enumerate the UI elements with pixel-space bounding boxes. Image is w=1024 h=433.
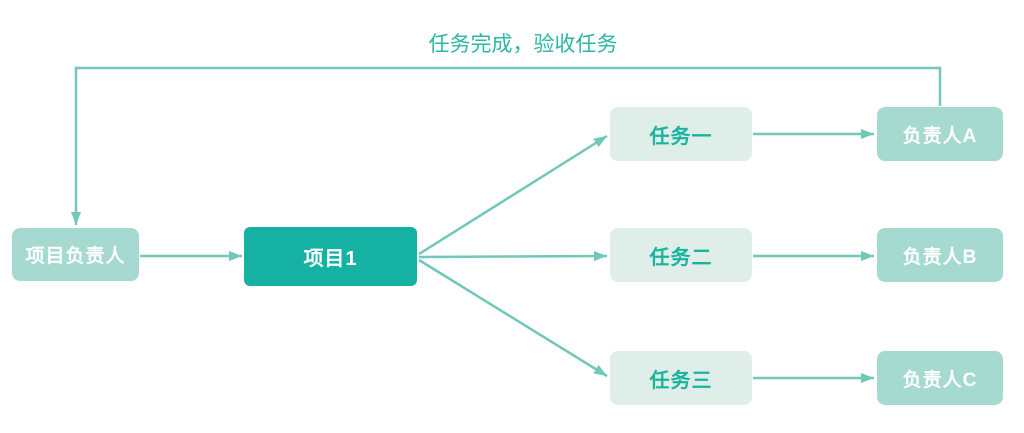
node-owner-c-label: 负责人C bbox=[902, 369, 978, 391]
node-task2: 任务二 bbox=[610, 228, 752, 282]
node-task2-label: 任务二 bbox=[649, 246, 713, 269]
node-task1-label: 任务一 bbox=[649, 125, 713, 148]
node-owner-a-label: 负责人A bbox=[902, 125, 978, 147]
node-task3-label: 任务三 bbox=[649, 369, 713, 392]
node-owner-a: 负责人A bbox=[877, 107, 1003, 161]
node-project1: 项目1 bbox=[244, 227, 417, 286]
node-project1-label: 项目1 bbox=[303, 248, 358, 270]
node-project-manager-label: 项目负责人 bbox=[25, 246, 126, 267]
node-project-manager: 项目负责人 bbox=[12, 228, 139, 281]
edge-project1-task3 bbox=[418, 258, 608, 378]
feedback-edge-label: 任务完成，验收任务 bbox=[428, 33, 618, 56]
node-owner-c: 负责人C bbox=[877, 351, 1003, 405]
node-owner-b: 负责人B bbox=[877, 228, 1003, 282]
edge-project1-task1 bbox=[418, 134, 608, 256]
node-owner-b-label: 负责人B bbox=[902, 246, 978, 268]
edge-ownerA-projectmanager bbox=[71, 66, 942, 225]
node-task1: 任务一 bbox=[610, 107, 752, 161]
edge-project1-task2 bbox=[418, 251, 608, 262]
node-task3: 任务三 bbox=[610, 351, 752, 405]
